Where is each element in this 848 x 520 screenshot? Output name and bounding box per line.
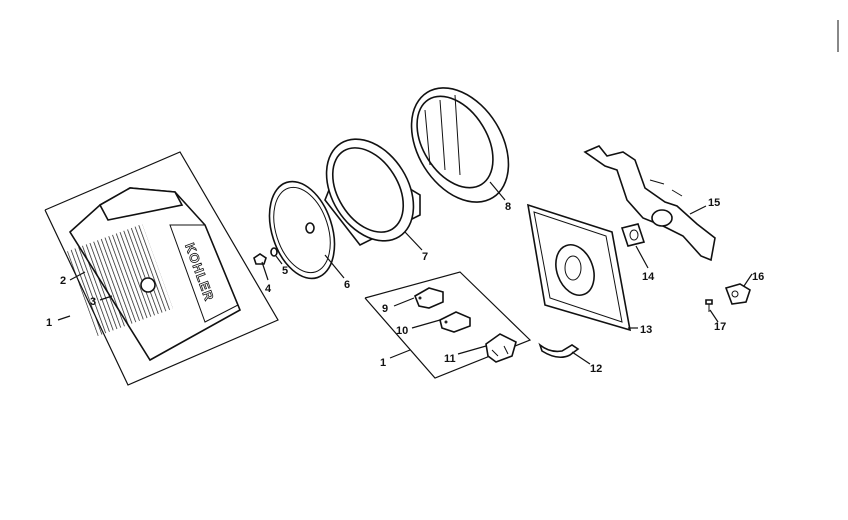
part-labels: 1 2 3 4 5 6 7 8 9 10 1 11 12 13 14 15 16… <box>46 197 764 375</box>
filter-cover-plate <box>268 180 336 280</box>
air-filter-element <box>410 87 510 203</box>
gasket-16 <box>724 283 751 305</box>
support-bracket-11 <box>485 333 517 363</box>
wing-nut <box>253 253 267 265</box>
screw <box>705 299 713 312</box>
label-part-15: 15 <box>708 197 720 209</box>
label-part-1b: 1 <box>380 357 386 369</box>
label-part-10: 10 <box>396 325 408 337</box>
pre-cleaner-foam <box>324 138 421 247</box>
label-part-5: 5 <box>282 265 288 277</box>
label-part-3: 3 <box>90 296 96 308</box>
label-part-16: 16 <box>752 271 764 283</box>
label-part-11: 11 <box>444 353 456 365</box>
breather-tube <box>583 145 716 262</box>
label-part-4: 4 <box>265 283 272 295</box>
label-part-13: 13 <box>640 324 652 336</box>
leader-lines <box>57 181 753 365</box>
label-part-2: 2 <box>60 275 66 287</box>
label-part-9: 9 <box>382 303 388 315</box>
label-part-17: 17 <box>714 321 726 333</box>
clip-bracket-9 <box>413 287 444 309</box>
label-part-8: 8 <box>505 201 511 213</box>
washer <box>270 247 278 257</box>
label-part-14: 14 <box>642 271 655 283</box>
label-part-1a: 1 <box>46 317 52 329</box>
label-part-12: 12 <box>590 363 602 375</box>
gasket <box>620 223 646 247</box>
air-cleaner-base <box>526 203 632 332</box>
air-cleaner-cover: KOHLER <box>67 187 242 362</box>
label-part-6: 6 <box>344 279 350 291</box>
elbow-bracket <box>538 342 580 359</box>
clip-bracket-10 <box>439 311 471 333</box>
bracket-assembly-outline <box>364 271 532 379</box>
label-part-7: 7 <box>422 251 428 263</box>
